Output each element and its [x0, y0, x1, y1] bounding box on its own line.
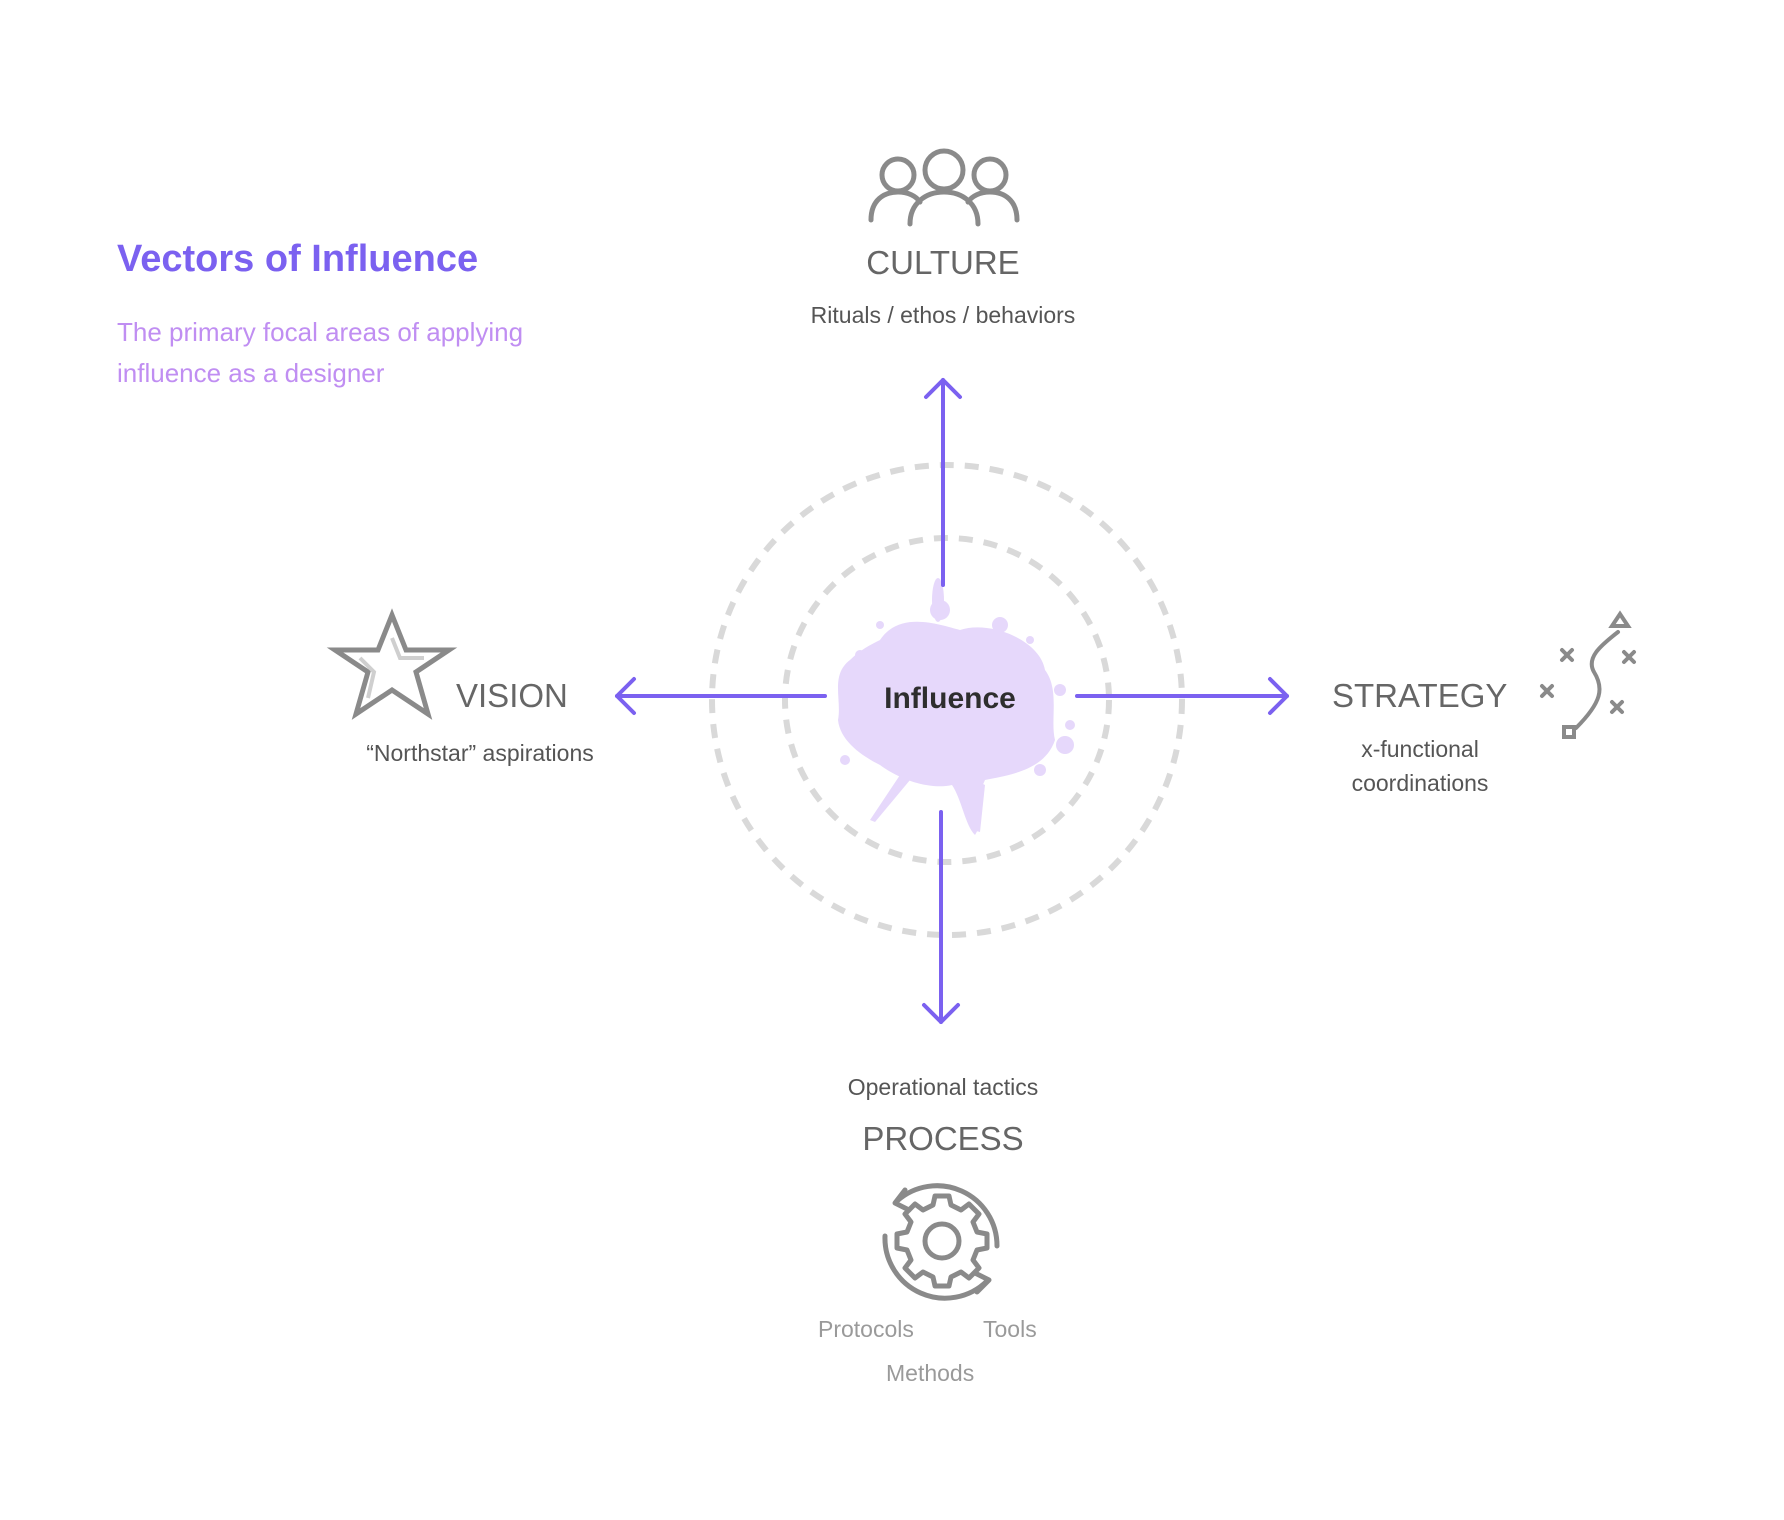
- culture-description: Rituals / ethos / behaviors: [743, 298, 1143, 332]
- process-item-tools: Tools: [983, 1316, 1037, 1343]
- arrow-up: [926, 380, 960, 585]
- process-description: Operational tactics: [743, 1070, 1143, 1104]
- people-group-icon: [868, 148, 1020, 226]
- vision-description: “Northstar” aspirations: [330, 736, 630, 770]
- arrow-down: [924, 812, 958, 1022]
- star-icon: [330, 610, 454, 718]
- center-label: Influence: [830, 682, 1070, 716]
- arrow-left: [617, 679, 825, 713]
- process-item-methods: Methods: [886, 1360, 974, 1387]
- process-heading: PROCESS: [843, 1120, 1043, 1158]
- playbook-route-icon: [1536, 610, 1640, 740]
- vision-heading: VISION: [456, 677, 568, 715]
- culture-heading: CULTURE: [843, 244, 1043, 282]
- strategy-description: x-functional coordinations: [1300, 732, 1540, 800]
- strategy-heading: STRATEGY: [1332, 677, 1507, 715]
- gear-cycle-icon: [877, 1176, 1007, 1306]
- process-item-protocols: Protocols: [818, 1316, 914, 1343]
